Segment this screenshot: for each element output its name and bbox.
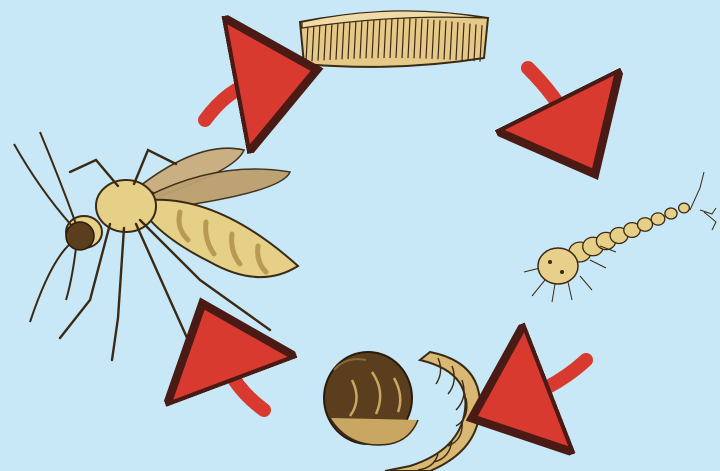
curved-arrow-icon bbox=[524, 360, 586, 398]
larva-illustration bbox=[524, 172, 716, 302]
adult-mosquito-illustration bbox=[14, 132, 298, 360]
curved-arrow-icon bbox=[205, 80, 262, 120]
pupa-illustration bbox=[324, 352, 480, 471]
curved-arrow-icon bbox=[222, 356, 264, 410]
egg-raft-illustration bbox=[300, 11, 488, 67]
curved-arrow-icon bbox=[528, 68, 570, 124]
